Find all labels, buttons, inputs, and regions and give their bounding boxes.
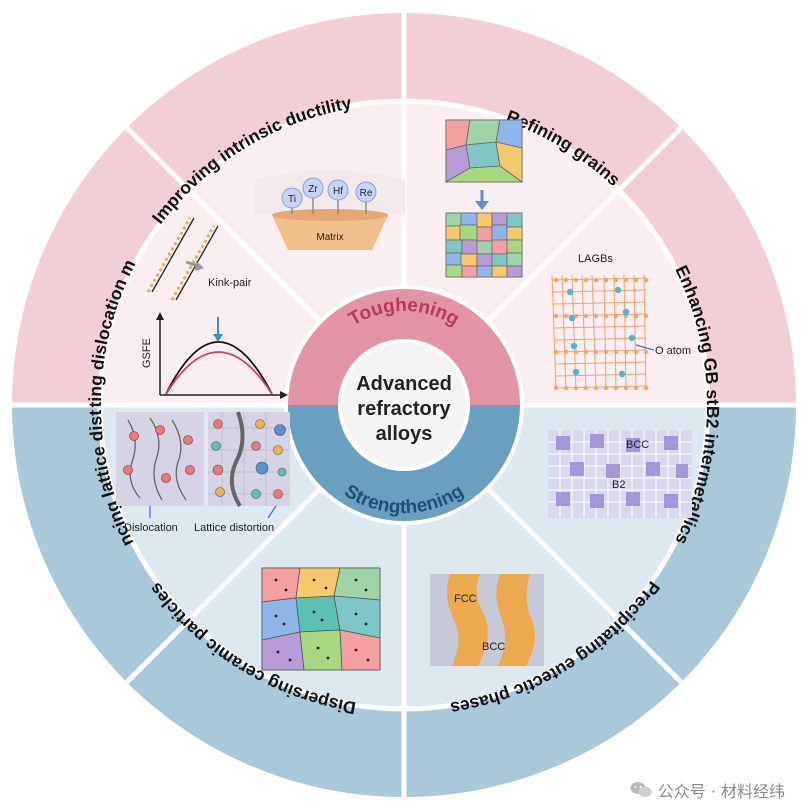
matrix-label: Matrix xyxy=(316,232,343,243)
elem-hf: Hf xyxy=(333,186,343,197)
gsfe-axis-label: GSFE xyxy=(141,338,153,368)
panel-refining-grains xyxy=(444,119,524,278)
watermark-text: 公众号 · 材料经纬 xyxy=(657,782,785,801)
o-atom-label: O atom xyxy=(655,345,691,357)
dislocation-label: Dislocation xyxy=(124,522,178,534)
center-line-2: refractory xyxy=(357,398,451,420)
panel-lagbs: LAGBs O atom xyxy=(551,253,691,391)
inner-border xyxy=(97,98,711,712)
kink-pair-label: Kink-pair xyxy=(208,277,252,289)
panel-b2: BCC B2 xyxy=(548,430,692,518)
lattice-distortion-label: Lattice distortion xyxy=(194,522,274,534)
elem-zr: Zr xyxy=(308,184,318,195)
center-line-3: alloys xyxy=(376,423,433,445)
lagbs-label: LAGBs xyxy=(578,253,613,265)
outer-ring-bottom xyxy=(12,405,796,797)
panel-ceramic xyxy=(261,567,381,671)
b2-label: B2 xyxy=(612,479,625,491)
center-line-1: Advanced xyxy=(356,373,452,395)
eutectic-bcc-label: BCC xyxy=(482,641,505,653)
panel-eutectic: FCC BCC xyxy=(430,574,544,666)
panel-matrix: Ti Zr Hf Re Matrix xyxy=(255,170,405,250)
b2-bcc-label: BCC xyxy=(626,439,649,451)
center-ring-bottom xyxy=(286,405,522,523)
panel-kink-pair: Kink-pair GSFE xyxy=(141,217,288,399)
lagb-atoms xyxy=(553,277,649,391)
o-atoms xyxy=(566,286,636,378)
fcc-label: FCC xyxy=(454,593,477,605)
elem-re: Re xyxy=(360,188,373,199)
center-ring-top xyxy=(286,287,522,405)
panel-lattice: Dislocation Lattice distortion xyxy=(116,411,290,534)
watermark: 公众号 · 材料经纬 xyxy=(630,778,785,802)
wechat-icon xyxy=(630,782,652,798)
elem-ti: Ti xyxy=(288,194,296,205)
outer-ring-top xyxy=(12,13,796,405)
